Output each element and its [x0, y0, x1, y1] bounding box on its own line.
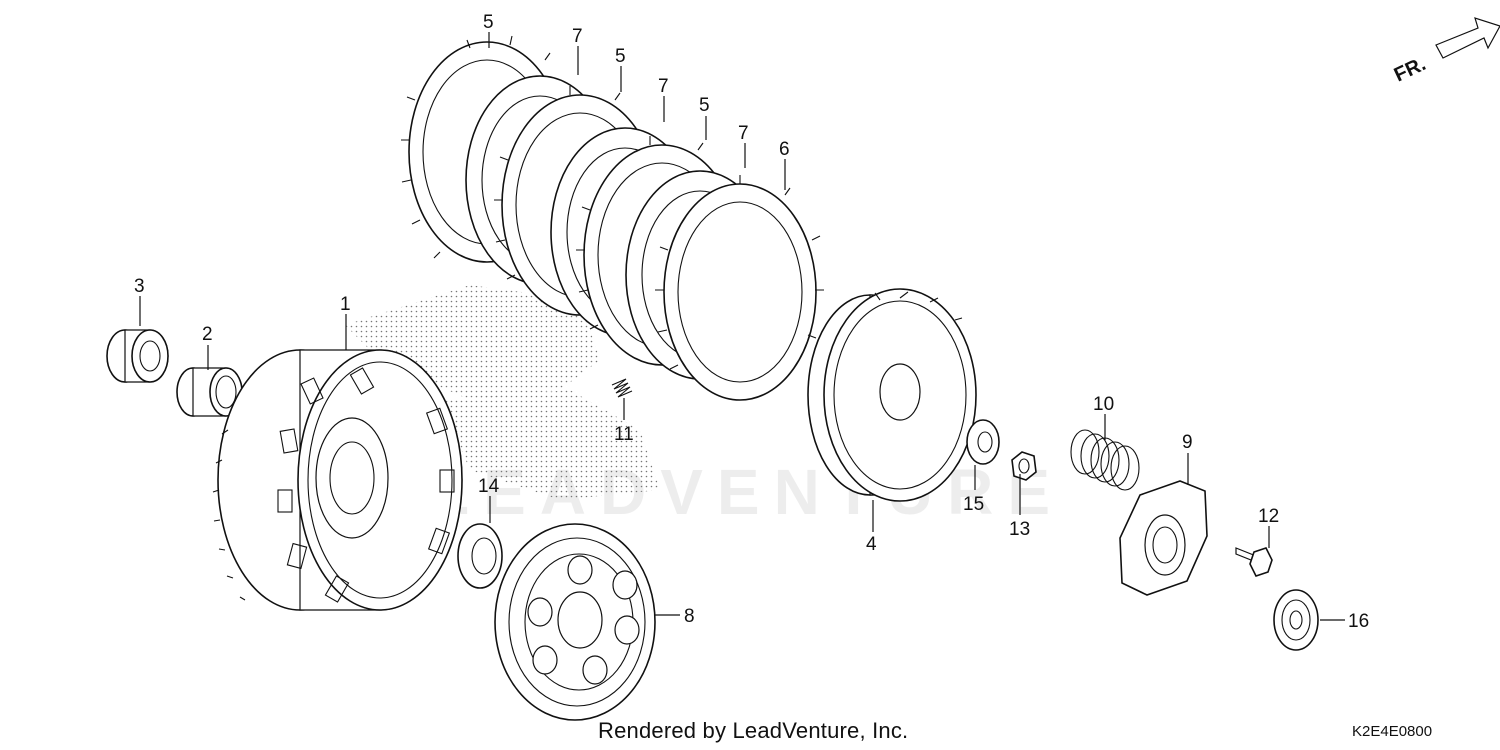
- callout-labels: 3 2 1 5 7 5 7 5 7 6 11 14 8 4 15 13 10 9…: [134, 12, 1369, 632]
- callout-3: 3: [134, 276, 145, 297]
- callout-7-top: 7: [572, 26, 583, 47]
- callout-9: 9: [1182, 432, 1193, 453]
- callout-14: 14: [478, 476, 500, 497]
- callout-12: 12: [1258, 506, 1279, 527]
- part-15-washer[interactable]: [966, 419, 1000, 465]
- callout-4: 4: [866, 534, 877, 555]
- part-14-washer[interactable]: [457, 523, 503, 589]
- part-9-lifter-plate[interactable]: [1119, 480, 1208, 596]
- callout-7-lower: 7: [738, 123, 749, 144]
- part-1-clutch-outer[interactable]: [212, 349, 463, 611]
- part-12-bolt[interactable]: [1235, 547, 1273, 577]
- callout-15: 15: [963, 494, 984, 515]
- part-16-bearing[interactable]: [1273, 589, 1319, 651]
- part-3-bushing[interactable]: [106, 329, 169, 383]
- diagram-code: K2E4E0800: [1352, 723, 1433, 740]
- callout-13: 13: [1009, 519, 1030, 540]
- part-4-clutch-center[interactable]: [807, 288, 977, 502]
- direction-label: FR.: [1391, 53, 1429, 87]
- part-2-sleeve[interactable]: [176, 367, 243, 417]
- front-direction-arrow: FR.: [1391, 17, 1500, 87]
- callout-5-lower: 5: [699, 95, 710, 116]
- part-13-lock-nut[interactable]: [1011, 451, 1037, 481]
- callout-1: 1: [340, 294, 351, 315]
- callout-5-middle: 5: [615, 46, 626, 67]
- part-11-spring[interactable]: [611, 378, 633, 398]
- leader-lines: [139, 32, 1345, 621]
- callout-7-middle: 7: [658, 76, 669, 97]
- callout-2: 2: [202, 324, 213, 345]
- callout-6: 6: [779, 139, 790, 160]
- callout-10: 10: [1093, 394, 1114, 415]
- part-6-friction-disc-b[interactable]: [655, 175, 824, 401]
- callout-8: 8: [684, 606, 695, 627]
- callout-11: 11: [614, 424, 634, 445]
- part-8-pressure-plate[interactable]: [494, 523, 656, 721]
- callout-5-top: 5: [483, 12, 494, 33]
- part-10-clutch-spring[interactable]: [1070, 429, 1140, 491]
- callout-16: 16: [1348, 611, 1369, 632]
- footer-credit: Rendered by LeadVenture, Inc.: [598, 718, 909, 743]
